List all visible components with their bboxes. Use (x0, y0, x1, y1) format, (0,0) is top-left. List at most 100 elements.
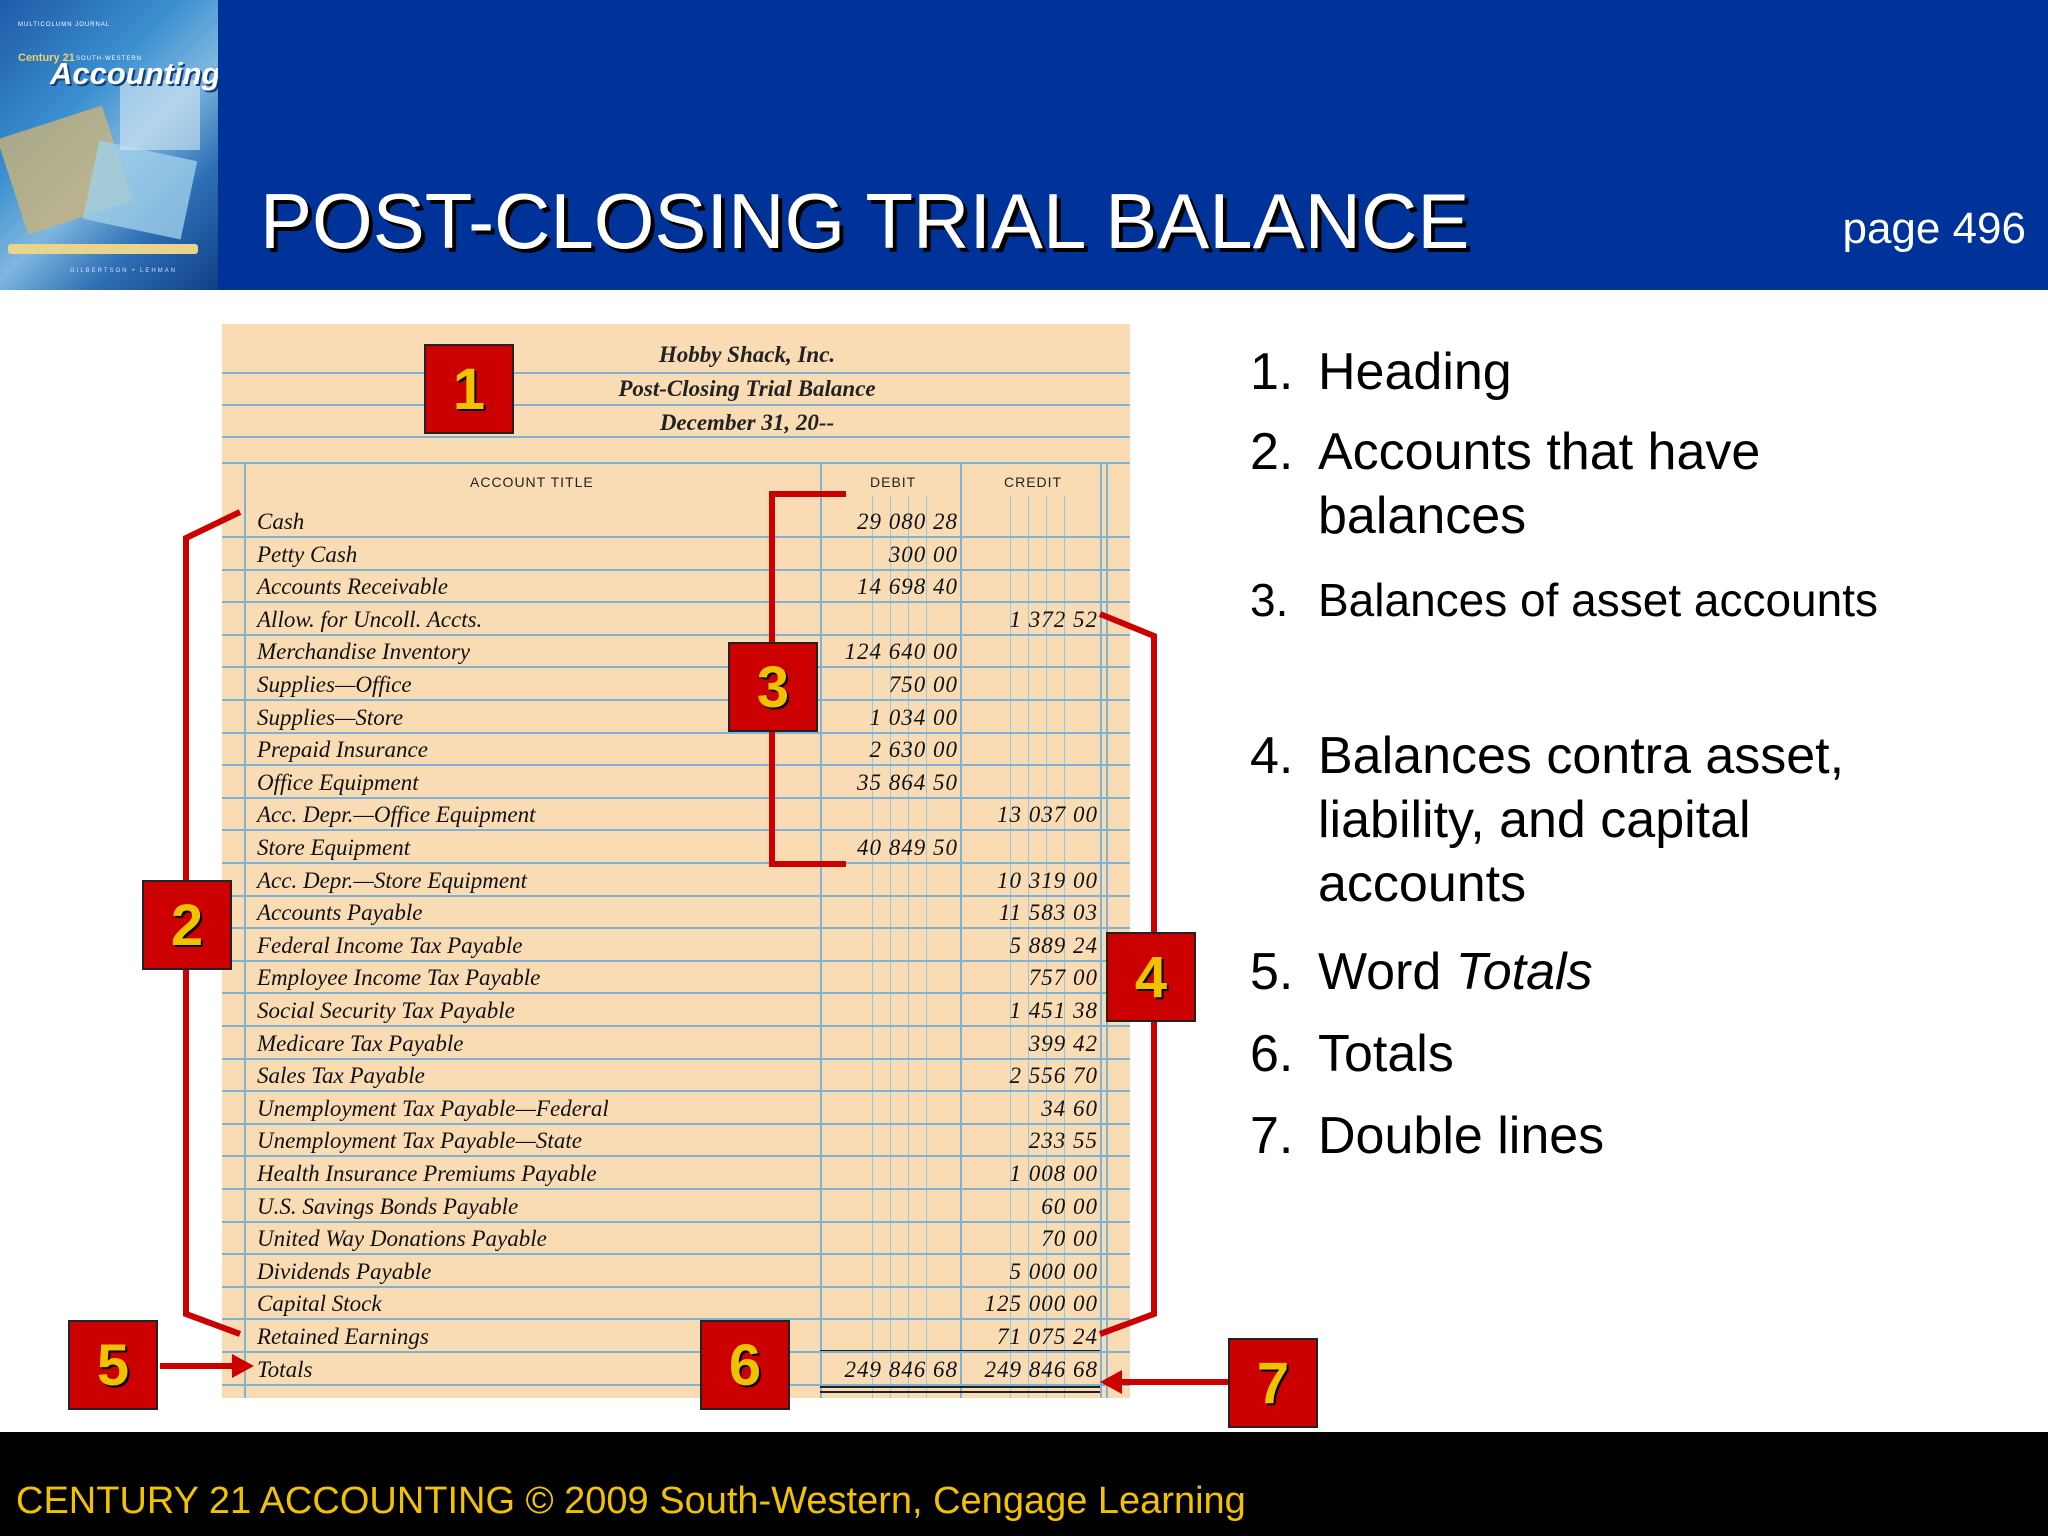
credit-amount: 233 55 (1028, 1128, 1098, 1154)
debit-amount: 40 849 50 (857, 835, 958, 860)
rule (222, 1318, 1130, 1321)
callout-badge-5: 5 (68, 1320, 158, 1410)
account-title: Cash (257, 509, 305, 534)
account-title: Store Equipment (257, 835, 411, 860)
rule (222, 666, 1130, 669)
rule (222, 568, 1130, 571)
rule (222, 1188, 1130, 1190)
slide-footer: CENTURY 21 ACCOUNTING © 2009 South-Weste… (0, 1432, 2048, 1536)
arrow-5-head (232, 1354, 254, 1378)
cover-book-title: Accounting (50, 56, 218, 91)
rule (222, 436, 1130, 438)
rule (926, 496, 927, 1398)
footer-copyright: CENTURY 21 ACCOUNTING © 2009 South-Weste… (16, 1480, 1246, 1522)
note-number: 5. (1250, 943, 1294, 1001)
textbook-cover-image: MULTICOLUMN JOURNAL Century 21 SOUTH-WES… (0, 0, 218, 290)
rule (222, 1122, 1130, 1125)
rule (222, 829, 1130, 832)
credit-amount: 399 42 (1028, 1030, 1098, 1056)
rule (1028, 496, 1029, 1398)
account-title: Unemployment Tax Payable—State (257, 1128, 582, 1154)
arrow-7-head (1100, 1370, 1122, 1394)
rule (1064, 496, 1065, 1398)
note-number: 4. (1250, 727, 1294, 785)
credit-amount: 11 583 03 (998, 900, 1098, 926)
account-title: United Way Donations Payable (257, 1226, 547, 1252)
rule (890, 496, 891, 1398)
account-title: Supplies—Office (257, 672, 412, 697)
callout-badge-4: 4 (1106, 932, 1196, 1022)
debit-amount: 300 00 (888, 541, 958, 567)
account-title: Accounts Receivable (257, 574, 448, 600)
note-text: Heading (1318, 343, 1512, 401)
credit-amount: 71 075 24 (997, 1324, 1098, 1349)
rule (222, 1090, 1130, 1093)
debit-amount: 249 846 68 (844, 1356, 958, 1382)
rule (222, 1155, 1130, 1158)
note-text: Balances contra asset, (1318, 727, 1845, 785)
page-reference: page 496 (1842, 204, 2026, 253)
rule (908, 496, 909, 1398)
rule (1046, 496, 1047, 1398)
account-title: Totals (257, 1356, 313, 1382)
rule (820, 462, 822, 1398)
callout-badge-1: 1 (424, 344, 514, 434)
account-title: Unemployment Tax Payable—Federal (257, 1095, 609, 1121)
rule (222, 601, 1130, 604)
rule (222, 404, 1130, 406)
credit-amount: 34 60 (1041, 1095, 1098, 1121)
note-1: 1. Heading (1250, 340, 1512, 404)
double-rule-2 (820, 1391, 1100, 1393)
account-title: U.S. Savings Bonds Payable (257, 1193, 519, 1219)
account-title: Federal Income Tax Payable (257, 932, 523, 958)
column-header-account-title: ACCOUNT TITLE (470, 474, 594, 490)
cover-byline: GILBERTSON • LEHMAN (70, 268, 178, 274)
rule (222, 1025, 1130, 1027)
debit-amount: 1 034 00 (869, 704, 958, 730)
rule (222, 1383, 1130, 1386)
debit-amount: 2 630 00 (869, 737, 958, 763)
account-title: Merchandise Inventory (257, 639, 471, 665)
note-number: 1. (1250, 343, 1294, 401)
rule (222, 796, 1130, 799)
rule (222, 1253, 1130, 1256)
note-text-line-2: balances (1318, 487, 1527, 545)
rule (960, 462, 962, 1398)
credit-amount: 5 889 24 (1009, 932, 1098, 958)
account-title: Sales Tax Payable (257, 1063, 425, 1089)
note-3: 3.Balances of asset accounts (1250, 568, 1878, 632)
column-header-credit: CREDIT (1004, 474, 1063, 490)
account-title: Accounts Payable (257, 900, 423, 926)
debit-amount: 35 864 50 (857, 769, 958, 795)
note-number: 2. (1250, 423, 1294, 481)
note-text: Double lines (1318, 1107, 1605, 1165)
credit-amount: 249 846 68 (984, 1356, 1098, 1382)
ledger-company-name: Hobby Shack, Inc. (658, 342, 836, 367)
note-text: Word (1318, 943, 1456, 1001)
slide-header: MULTICOLUMN JOURNAL Century 21 SOUTH-WES… (0, 0, 2048, 290)
note-5: 5.Word Totals (1250, 940, 1593, 1004)
debit-amount: 14 698 40 (857, 574, 958, 600)
debit-amount: 29 080 28 (857, 509, 958, 534)
account-title: Acc. Depr.—Office Equipment (257, 802, 536, 828)
credit-amount: 1 008 00 (1009, 1161, 1098, 1186)
rule (222, 462, 1130, 464)
account-title: Dividends Payable (257, 1258, 432, 1284)
cover-band (8, 244, 198, 254)
rule (1106, 462, 1108, 1398)
rule (222, 1220, 1130, 1223)
credit-amount: 125 000 00 (984, 1291, 1098, 1317)
credit-amount: 1 372 52 (1009, 606, 1098, 632)
rule (1100, 462, 1102, 1398)
rule (222, 959, 1130, 962)
callout-badge-2: 2 (142, 880, 232, 970)
account-title: Office Equipment (257, 769, 419, 795)
rule (222, 1057, 1130, 1060)
rule (222, 536, 1130, 538)
credit-amount: 2 556 70 (1009, 1063, 1098, 1089)
note-text-line-2: liability, and capital (1318, 791, 1751, 849)
column-header-debit: DEBIT (870, 474, 917, 490)
rule (222, 992, 1130, 995)
cover-brand: Century 21 (18, 52, 75, 64)
note-2: 2.Accounts that have balances (1250, 420, 1760, 548)
